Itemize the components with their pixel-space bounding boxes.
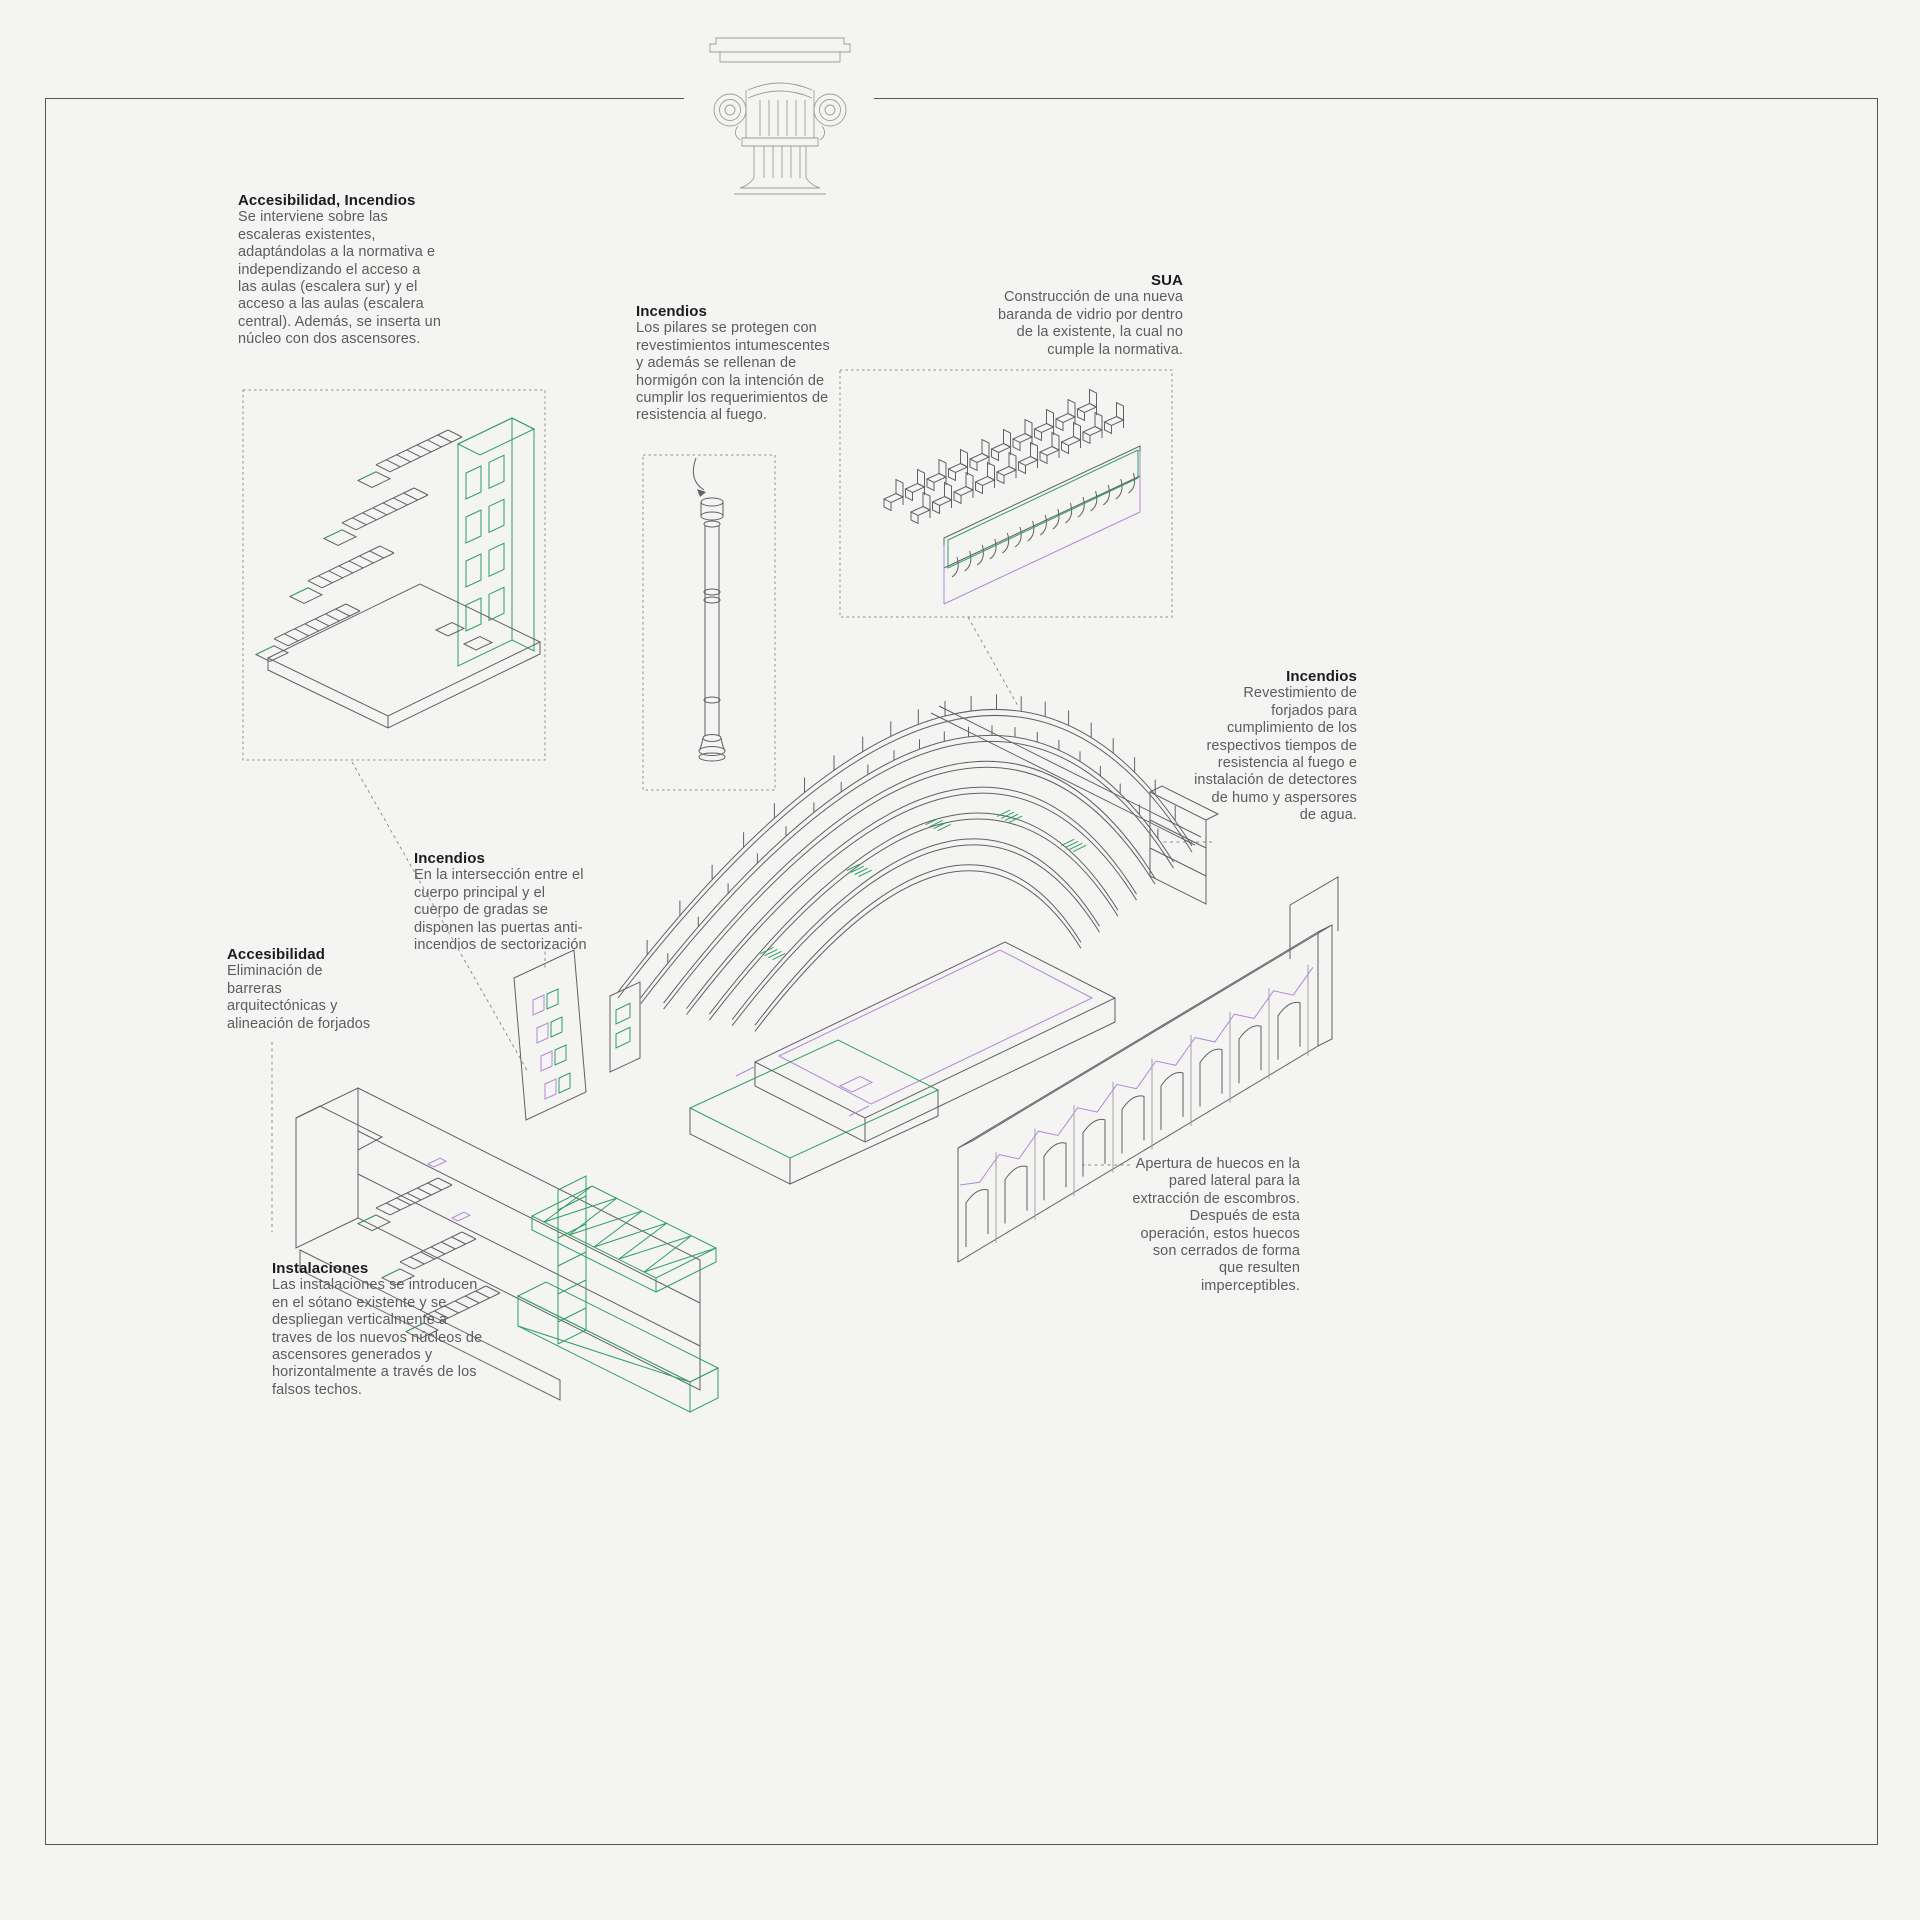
note-body: Las instalaciones se introducen en el só… [272,1277,483,1398]
services-section-axonometric [295,1087,720,1413]
note-body: Apertura de huecos en la pared lateral p… [1132,1156,1300,1294]
note-body: Los pilares se protegen con revestimient… [636,320,830,424]
leader-lines [271,616,1212,1232]
note-title: Incendios [636,303,707,320]
note-title: Incendios [414,850,485,867]
note-incendios-forjados: Incendios Revestimiento de forjados para… [1192,668,1357,825]
lateral-wall-axonometric [957,876,1339,1263]
amphitheatre-axonometric [609,694,1220,1185]
border-frame [45,98,1878,1845]
protected-column-detail [692,457,726,762]
frame-mask [684,90,874,104]
note-incendios-pilares: Incendios Los pilares se protegen con re… [636,303,831,425]
note-title: Incendios [1286,668,1357,685]
staircase-core-axonometric [254,417,542,729]
fire-doors-panel [513,949,587,1121]
note-incendios-puertas: Incendios En la intersección entre el cu… [414,850,594,954]
note-apertura-huecos: Apertura de huecos en la pared lateral p… [1125,1156,1300,1295]
stairs-detail-box [242,389,546,761]
note-accesibilidad: Accesibilidad Eliminación de barreras ar… [227,946,377,1033]
note-title: Accesibilidad [227,946,326,963]
column-detail-box [642,454,776,791]
note-accesibilidad-incendios: Accesibilidad, Incendios Se interviene s… [238,192,443,349]
note-body: Eliminación de barreras arquitectónicas … [227,963,371,1032]
note-body: En la intersección entre el cuerpo princ… [414,867,587,954]
note-body: Construcción de una nueva baranda de vid… [998,289,1183,358]
note-body: Revestimiento de forjados para cumplimie… [1194,685,1357,824]
note-title: Instalaciones [272,1260,369,1277]
seating-detail-box [839,369,1173,618]
note-title: Accesibilidad, Incendios [238,192,416,209]
note-body: Se interviene sobre las escaleras existe… [238,209,441,348]
column-capital-icon [709,37,851,195]
note-instalaciones: Instalaciones Las instalaciones se intro… [272,1260,487,1399]
grandstand-seating-detail [882,388,1141,605]
note-sua: SUA Construcción de una nueva baranda de… [983,272,1183,359]
note-title: SUA [1151,272,1183,289]
